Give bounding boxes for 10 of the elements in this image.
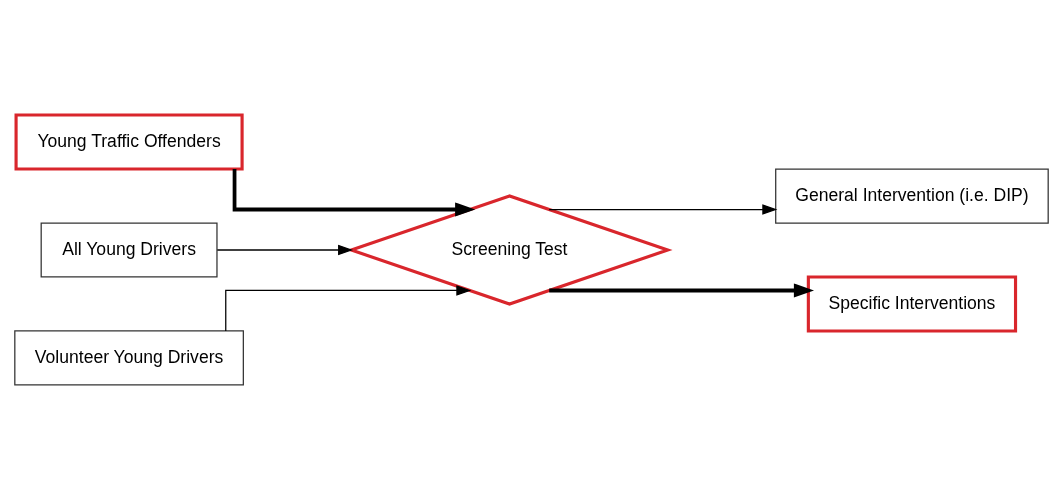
arrow — [225, 284, 472, 332]
node-box: Volunteer Young Drivers — [14, 329, 244, 386]
arrow — [232, 168, 476, 217]
arrow — [548, 203, 778, 215]
node-box: Young Traffic Offenders — [14, 112, 244, 171]
node-box: Specific Interventions — [806, 274, 1018, 333]
arrow — [549, 282, 815, 298]
node-box: All Young Drivers — [40, 221, 218, 278]
node-box: General Intervention (i.e. DIP) — [775, 167, 1049, 224]
arrow — [216, 244, 354, 255]
